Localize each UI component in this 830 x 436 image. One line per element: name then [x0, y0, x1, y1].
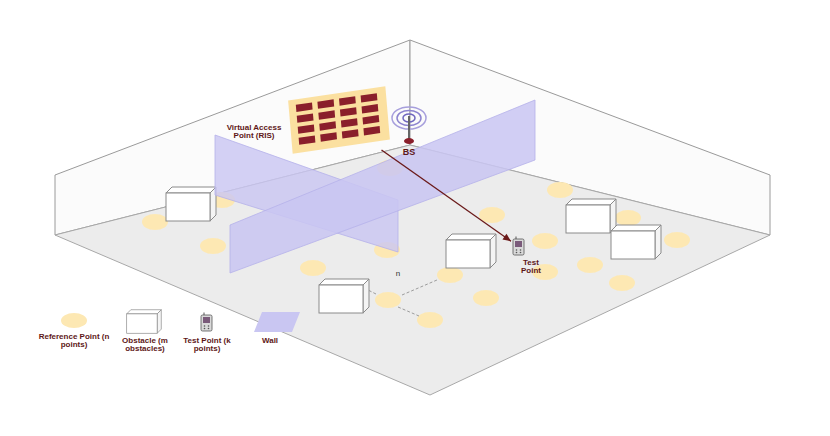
obstacle-box [566, 199, 616, 233]
legend-swatch [254, 312, 300, 332]
test-point-node: Test Point [511, 236, 526, 257]
legend-swatch-frame [60, 312, 88, 329]
base-station-node: BS [400, 106, 418, 146]
obstacle-box [446, 234, 496, 268]
base-station [392, 107, 426, 144]
node-label: Virtual Access Point (RIS) [226, 124, 282, 141]
legend-label: Test Point (k points) [181, 337, 233, 354]
legend-obstacle-icon [127, 310, 162, 334]
legend-test-point-icon [201, 313, 212, 332]
legend-label: Reference Point (n points) [38, 333, 110, 350]
obstacle-box [319, 279, 369, 313]
ris-panel [288, 86, 390, 153]
obstacle-box [166, 187, 216, 221]
node-label: Test Point [515, 259, 547, 276]
legend-label: Obstacle (m obstacles) [114, 337, 176, 354]
legend-swatch-frame [254, 312, 300, 332]
obstacle-box [611, 225, 661, 259]
legend-swatch [61, 313, 87, 328]
count-label: n [393, 270, 403, 278]
test-point-phone [513, 237, 524, 256]
ris-access-point: Virtual Access Point (RIS) [290, 88, 385, 150]
node-label: BS [392, 148, 426, 157]
legend-label: Wall [255, 337, 285, 345]
signal-arrow [382, 150, 511, 241]
